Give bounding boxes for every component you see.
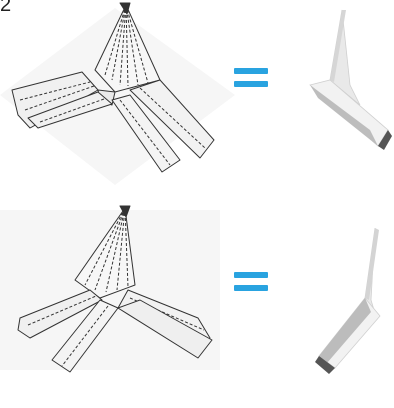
equals-sign: [234, 68, 268, 94]
unfolded-paper-diagram: [0, 190, 230, 370]
folded-3d-result: [305, 228, 394, 408]
unfolded-paper-diagram: [0, 0, 230, 190]
figure-row-2: [0, 190, 394, 372]
folded-3d-result: [300, 10, 394, 170]
figure-row-1: [0, 0, 394, 190]
equals-sign: [234, 272, 268, 298]
